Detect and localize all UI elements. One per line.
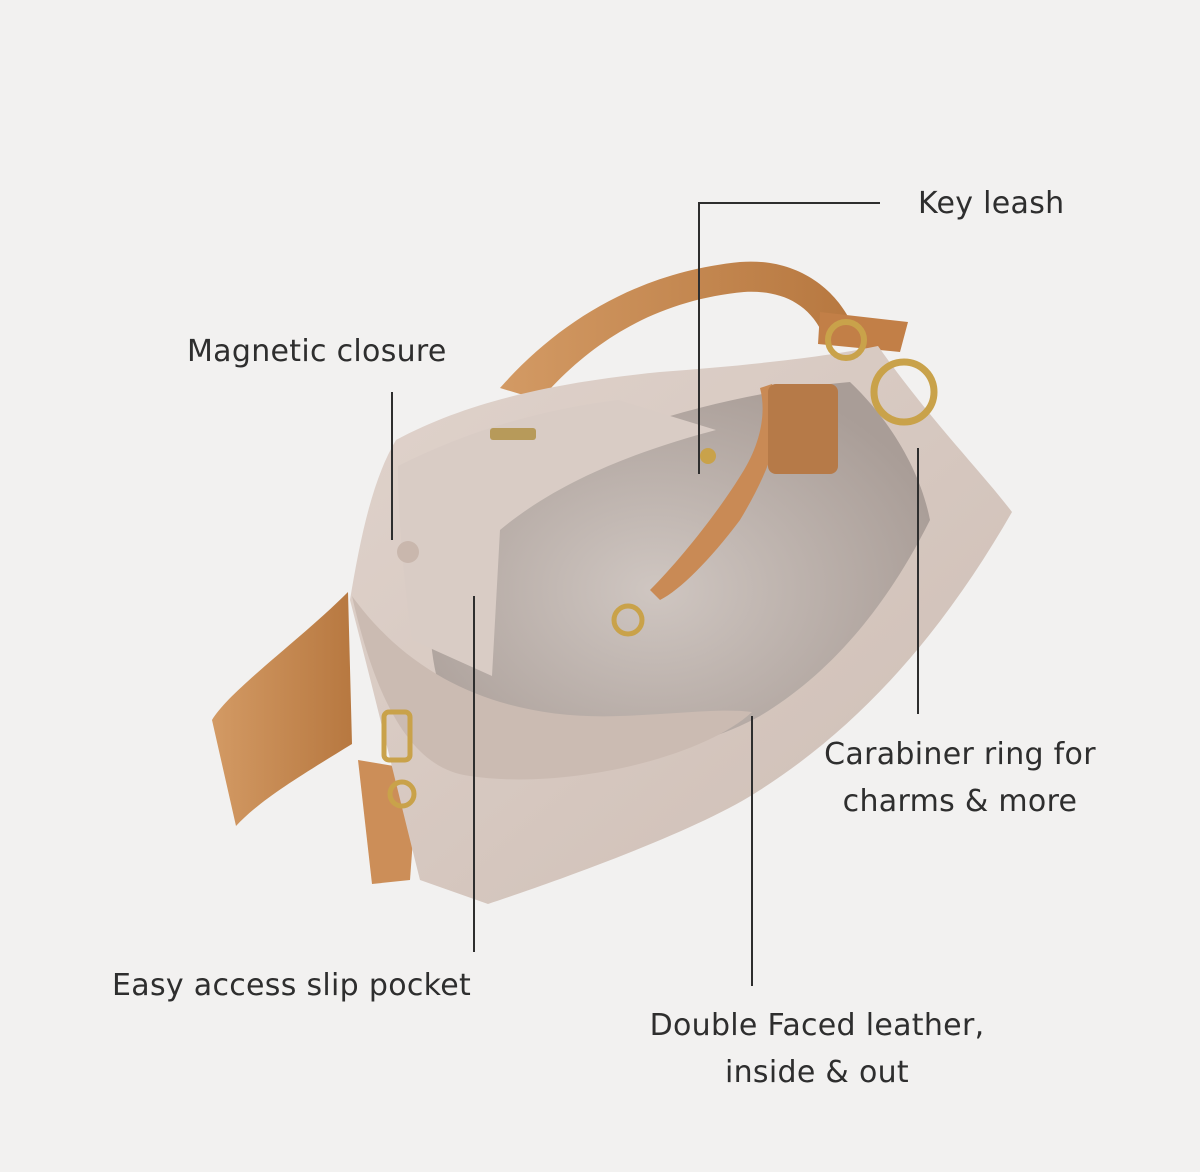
bag-front-rim	[352, 596, 752, 780]
key-clip	[611, 603, 645, 637]
callout-carabiner-line-1: Carabiner ring for	[824, 737, 1096, 772]
callout-slip-pocket: Easy access slip pocket	[112, 968, 472, 1003]
callout-carabiner-ring: Carabiner ring for charms & more	[800, 731, 1120, 825]
logo-hardware	[490, 428, 536, 440]
slip-pocket	[398, 400, 716, 676]
leather-patch	[768, 384, 838, 474]
leader-key-leash	[698, 202, 880, 474]
callout-key-leash: Key leash	[918, 186, 1065, 221]
callout-magnetic-closure: Magnetic closure	[187, 334, 447, 369]
callout-carabiner-line-2: charms & more	[842, 784, 1078, 819]
shoulder-strap-back	[500, 261, 850, 400]
buckle	[381, 709, 413, 763]
callout-double-faced-line-2: inside & out	[724, 1055, 909, 1090]
magnetic-snap	[700, 448, 716, 464]
closure-magnet	[397, 541, 419, 563]
shoulder-strap-left	[212, 592, 352, 826]
callout-double-faced-line-1: Double Faced leather,	[649, 1008, 985, 1043]
key-leash-strap	[650, 384, 779, 600]
callout-double-faced-leather: Double Faced leather, inside & out	[612, 1002, 1022, 1096]
strap-ring	[825, 319, 867, 361]
buckle-ring	[387, 779, 417, 809]
carabiner-ring	[870, 358, 938, 426]
callout-lines	[391, 202, 919, 986]
